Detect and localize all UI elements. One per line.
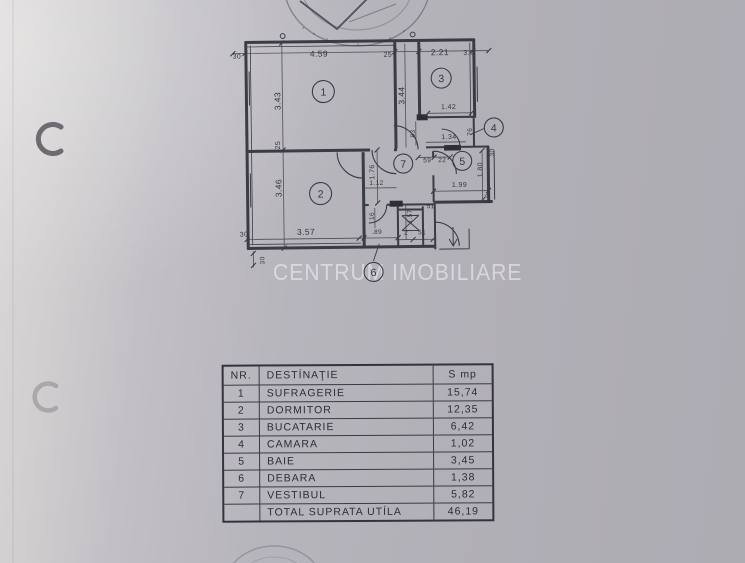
cell-nr: 1 [223,385,260,402]
room-circles [309,67,504,283]
entry-arrow-icon [448,226,458,247]
dim-label: 3.0 [463,50,474,57]
table-row: 4 CAMARA 1,02 [223,434,493,453]
room-numbers: 1 2 3 4 5 6 7 [318,73,497,279]
dim-label: 25 [384,52,393,59]
dim-label: .89 [372,229,382,236]
cell-area: 1,38 [450,471,476,484]
cell-area: 6,42 [450,420,476,433]
outer-walls [244,38,493,251]
table-header-nr: NR. [223,366,260,385]
dim-label: 2 [404,230,408,237]
cell-dest: BAIE [260,452,435,470]
table-row: 7 VESTIBUL 5,82 [224,485,493,504]
cell-nr: 7 [224,487,261,504]
room-number: 6 [371,267,377,279]
dim-label: 76 [467,128,474,136]
room-number: 2 [318,189,324,201]
cell-area: 3,45 [450,454,476,467]
table-header-row: NR. DESTÍNAŢIE S mp [223,365,492,385]
area-table: NR. DESTÍNAŢIE S mp 1 SUFRAGERIE 15,74 2… [221,363,495,523]
dim-label: 1.57 [407,209,414,223]
cell-dest: CAMARA [259,435,435,453]
cell-nr: 4 [223,436,261,453]
table-row: 6 DEBARA 1,38 [224,468,493,487]
table-header-destination: DESTÍNAŢIE [259,365,434,385]
table-row: 2 DORMITOR 12,35 [223,400,492,419]
dim-label: 4.59 [310,49,328,59]
dim-label: 1.42 [441,104,456,111]
table-row: 5 BAIE 3,45 [224,451,493,470]
dim-label: 1.99 [452,182,467,189]
wall-hook-icon [409,31,416,38]
bottom-stamp [232,545,316,563]
dim-label: 59 [423,157,431,164]
room-number: 5 [459,156,465,168]
dim-label: 30 [489,148,496,156]
punch-hole-top [35,122,64,156]
dim-label: 3.44 [396,86,406,104]
dim-label: 1.76 [369,164,376,179]
cell-dest: DEBARA [260,469,435,487]
dim-label: 3.0 [485,193,492,203]
table-header-area: S mp [448,368,477,381]
dim-label: 1.12 [369,180,383,187]
table-total-row: TOTAL SUPRATA UTÍLA 46,19 [224,502,493,521]
dim-label: 30 [259,256,266,264]
room-number: 1 [320,87,326,99]
table-row: 3 BUCATARIE 6,42 [223,417,492,436]
dim-label: 30 [240,231,249,238]
cell-area: 1,02 [450,437,476,450]
table-row: 1 SUFRAGERIE 15,74 [223,383,492,402]
cell-dest: BUCATARIE [259,418,434,436]
partition-walls [363,115,490,250]
dim-label: 3.46 [273,179,283,197]
dim-label: 2.21 [431,47,449,57]
floor-plan: 1 2 3 4 5 6 7 30 4.59 25 2.21 3.0 3.43 2… [230,31,504,283]
cell-dest: DORMITOR [259,401,434,419]
cell-dest: VESTIBUL [260,486,435,504]
dim-label: 3.57 [297,227,315,237]
dimension-labels: 30 4.59 25 2.21 3.0 3.43 25 3.46 30 3.57… [233,47,497,264]
dim-label: 16 [369,212,376,220]
dim-label: 22 [438,157,446,164]
thin-lines [248,66,496,250]
cell-area: 5,82 [451,488,476,501]
cell-nr: 6 [224,470,261,487]
dim-label: 83 [410,129,417,137]
dim-label: 1.80 [477,162,484,177]
cell-nr-empty [224,504,261,521]
cell-nr: 2 [223,402,260,419]
cell-nr: 3 [223,419,260,436]
wall-hook-icon [279,33,286,39]
room-number: 7 [400,159,406,171]
dim-label: 1.34 [441,134,456,141]
punch-hole-bottom [32,381,59,413]
leader-lines [372,128,484,262]
dim-label: 51 [418,229,426,236]
dimension-ticks [230,40,492,269]
cell-dest: SUFRAGERIE [259,384,434,402]
dim-label: 51 [427,203,435,210]
cell-area: 15,74 [447,386,479,399]
dim-label: 30 [233,54,242,61]
cell-total-area: 46,19 [447,505,480,518]
wall-fill-bars [389,114,462,207]
watermark-text: CENTRUM IMOBILIARE [273,259,523,285]
room-number: 4 [491,122,497,134]
room-number: 3 [438,73,444,85]
cell-area: 12,35 [447,403,479,416]
cell-total-label: TOTAL SUPRATA UTÍLA [260,503,435,521]
wall-inner-lines [244,42,472,246]
dim-label: 3.43 [272,92,282,110]
cell-nr: 5 [224,453,261,470]
dim-label: 25 [275,141,282,150]
